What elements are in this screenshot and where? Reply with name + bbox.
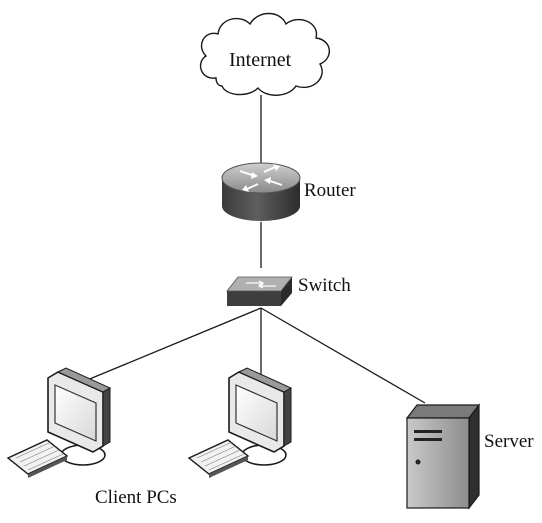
cloud-icon	[199, 12, 330, 96]
switch-icon	[226, 276, 293, 306]
router-label: Router	[304, 180, 356, 201]
internet-label: Internet	[229, 49, 292, 71]
router-icon	[221, 162, 301, 221]
link-switch-pc1	[79, 307, 262, 384]
server-label: Server	[484, 431, 534, 452]
server-icon	[405, 403, 481, 510]
desktop-pc-icon	[6, 367, 112, 478]
client-pcs-label: Client PCs	[95, 487, 177, 508]
switch-label: Switch	[298, 275, 351, 296]
link-switch-server	[260, 307, 426, 404]
connection-lines	[79, 95, 426, 404]
desktop-pc-icon	[187, 367, 293, 478]
